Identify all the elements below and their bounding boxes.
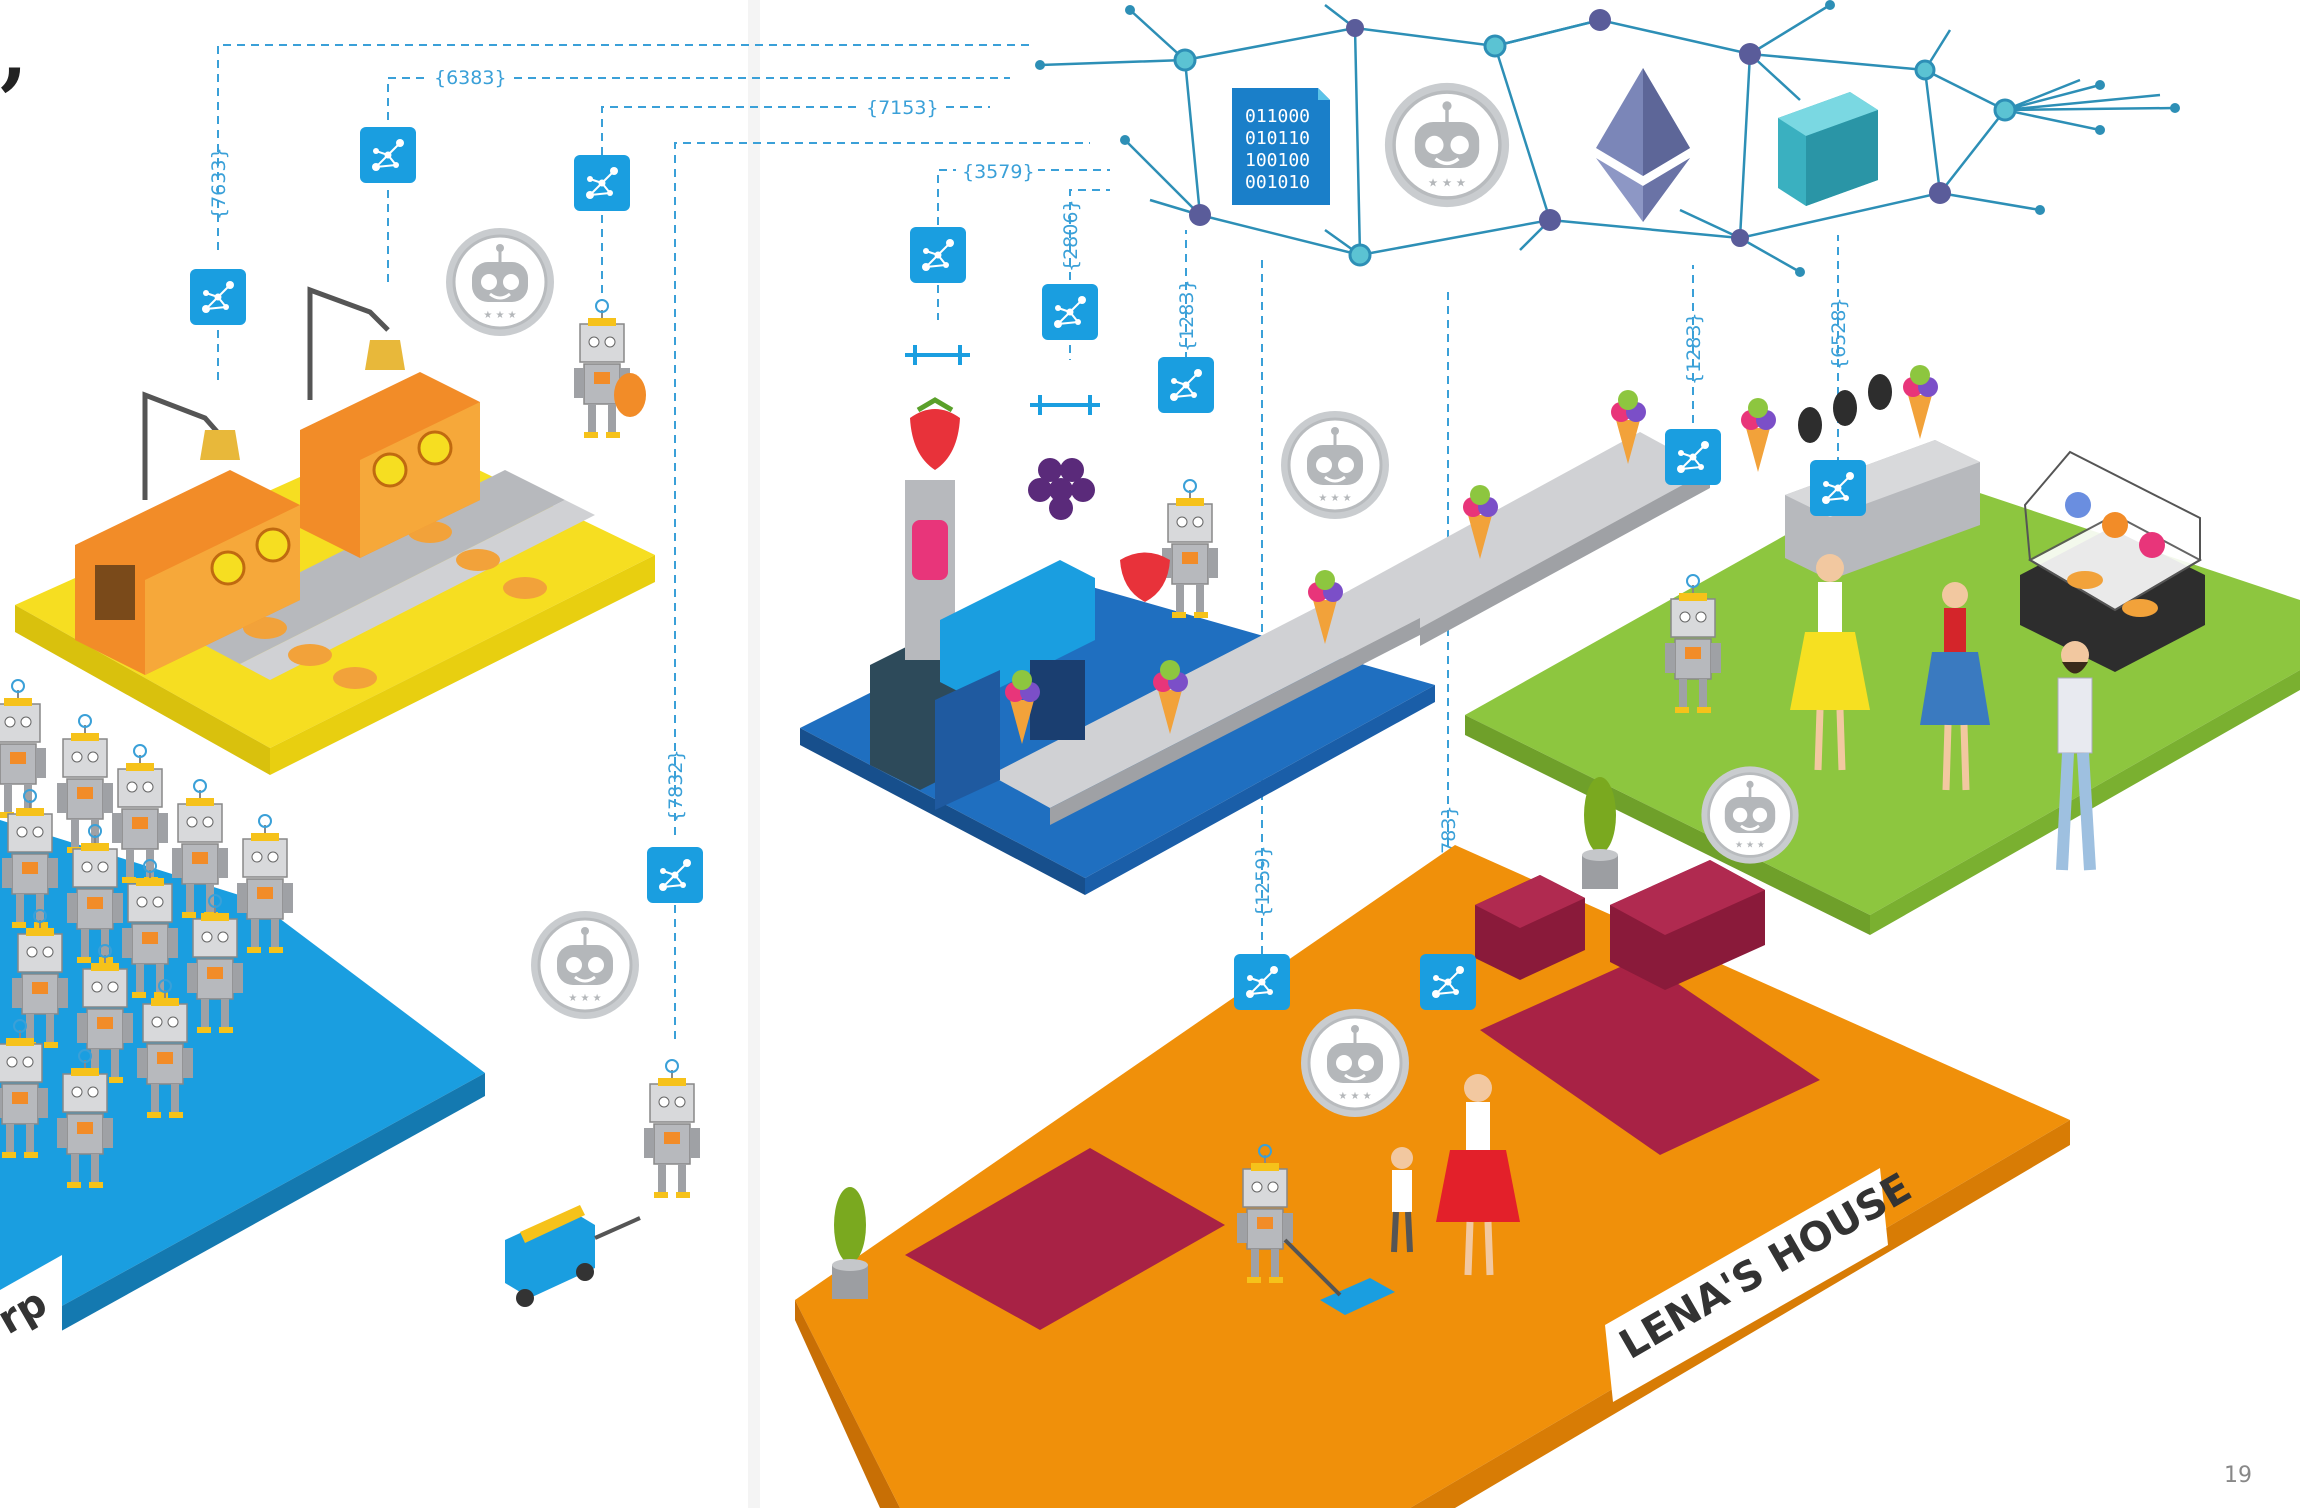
woman-blue-skirt: [1920, 582, 1990, 791]
robot-badge-icon: [1299, 1007, 1411, 1119]
binary-line: 010110: [1245, 128, 1310, 149]
link-icon: [359, 126, 417, 184]
armchair-icon: [1475, 875, 1585, 980]
tx-id-label: {3579}: [962, 161, 1035, 183]
link-icon: [909, 226, 967, 284]
robot-worker: [573, 299, 631, 439]
link-icon: [1233, 953, 1291, 1011]
strawberry-carried-icon: [1120, 552, 1170, 602]
tx-id-label: {6383}: [434, 67, 507, 89]
link-icon: [1419, 953, 1477, 1011]
link-icon: [1809, 459, 1867, 517]
tx-id-label: {1283}: [1683, 312, 1705, 385]
bearded-man: [2056, 641, 2096, 871]
robot-badge-icon: [1383, 81, 1511, 209]
tx-id-label: {6528}: [1828, 297, 1850, 370]
robot-badge-icon: [529, 909, 641, 1021]
tx-id-label: {2806}: [1060, 199, 1082, 272]
woman-yellow-skirt: [1790, 554, 1870, 771]
tx-id-label: {1283}: [1176, 279, 1198, 352]
rug: [905, 958, 1820, 1330]
tx-id-label: {7832}: [665, 749, 687, 822]
potted-tree-icon: [832, 1187, 868, 1299]
binary-line: 011000: [1245, 106, 1310, 127]
network-node-icon: [1035, 0, 2180, 277]
robot-badge-icon: [1700, 765, 1800, 865]
binary-line: 001010: [1245, 172, 1310, 193]
vacuum-cleaner-icon: [1283, 1238, 1395, 1315]
blackberry-icon: [1028, 458, 1095, 520]
robot-badge-icon: [444, 226, 556, 338]
bread-carried-icon: [614, 373, 646, 417]
binary-document-icon: 011000 010110 100100 001010: [1232, 88, 1330, 205]
potted-tree-icon: [1582, 777, 1618, 889]
drone-icon: [905, 345, 1100, 415]
page-number: 19: [2224, 1463, 2252, 1488]
ethereum-icon: [1596, 68, 1690, 222]
sofa-icon: [1610, 860, 1765, 990]
quote-mark: ,: [0, 5, 28, 99]
robot-worker: [643, 1059, 701, 1199]
data-flow-lines: [217, 44, 1839, 1070]
link-icon: [1157, 356, 1215, 414]
robot-badge-icon: [1279, 409, 1391, 521]
tx-id-label: {1259}: [1252, 845, 1274, 918]
oven-machine: [75, 372, 480, 675]
tx-id-label: {7633}: [208, 147, 230, 220]
tx-id-label: {7153}: [866, 97, 939, 119]
link-icon: [646, 846, 704, 904]
blockchain-network: [1039, 3, 2176, 274]
delivery-cart-icon: [505, 1205, 641, 1307]
robot-arm: [142, 286, 390, 500]
conveyor-belt: [990, 432, 1710, 825]
pastry-display-case: [2020, 450, 2205, 672]
robot-arm-gripper: [200, 340, 405, 460]
strawberry-icon: [910, 397, 960, 470]
bakery-platform: [15, 432, 655, 775]
lena-woman: [1436, 1074, 1520, 1276]
corp-sign: rp: [0, 1255, 62, 1375]
binary-line: 100100: [1245, 150, 1310, 171]
robot-corp-platform: [0, 820, 485, 1365]
link-icon: [1041, 283, 1099, 341]
mixing-machine: [870, 480, 1095, 810]
blockchain-block-icon: [1778, 92, 1878, 206]
link-icon: [573, 154, 631, 212]
link-icon: [1664, 428, 1722, 486]
link-icon: [189, 268, 247, 326]
child: [1391, 1147, 1413, 1253]
